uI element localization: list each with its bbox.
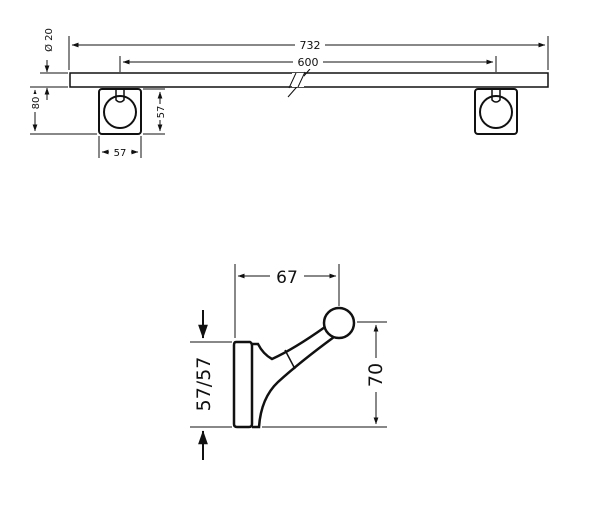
overall-length-dimension: 732 (68, 36, 549, 70)
mount-height-dimension: 57 (143, 88, 167, 135)
towel-bar-view: 732 600 Ø 20 80 (28, 28, 549, 159)
bar-diameter-dimension: Ø 20 (40, 28, 68, 100)
overall-length-label: 732 (300, 39, 321, 52)
knob-height-dimension: 70 (262, 321, 387, 428)
hook-height-label: 57/57 (193, 357, 215, 412)
hook-projection-label: 67 (276, 268, 298, 288)
right-wall-mount (474, 88, 518, 135)
towel-hook (232, 306, 356, 429)
knob-height-label: 70 (365, 363, 387, 387)
mount-spacing-dimension: 600 (119, 55, 497, 72)
projection-dimension: 80 (28, 86, 97, 135)
mount-width-dimension: 57 (98, 136, 142, 159)
towel-hook-view: 67 57/57 70 (190, 264, 387, 460)
mount-spacing-label: 600 (298, 56, 319, 69)
projection-label: 80 (31, 97, 42, 110)
hook-height-dimension: 57/57 (190, 310, 232, 460)
mount-width-label: 57 (114, 148, 127, 159)
bar-diameter-label: Ø 20 (43, 28, 55, 52)
left-wall-mount (98, 88, 142, 135)
hook-projection-dimension: 67 (234, 264, 340, 338)
mount-height-label: 57 (156, 106, 167, 119)
towel-bar (69, 68, 549, 98)
